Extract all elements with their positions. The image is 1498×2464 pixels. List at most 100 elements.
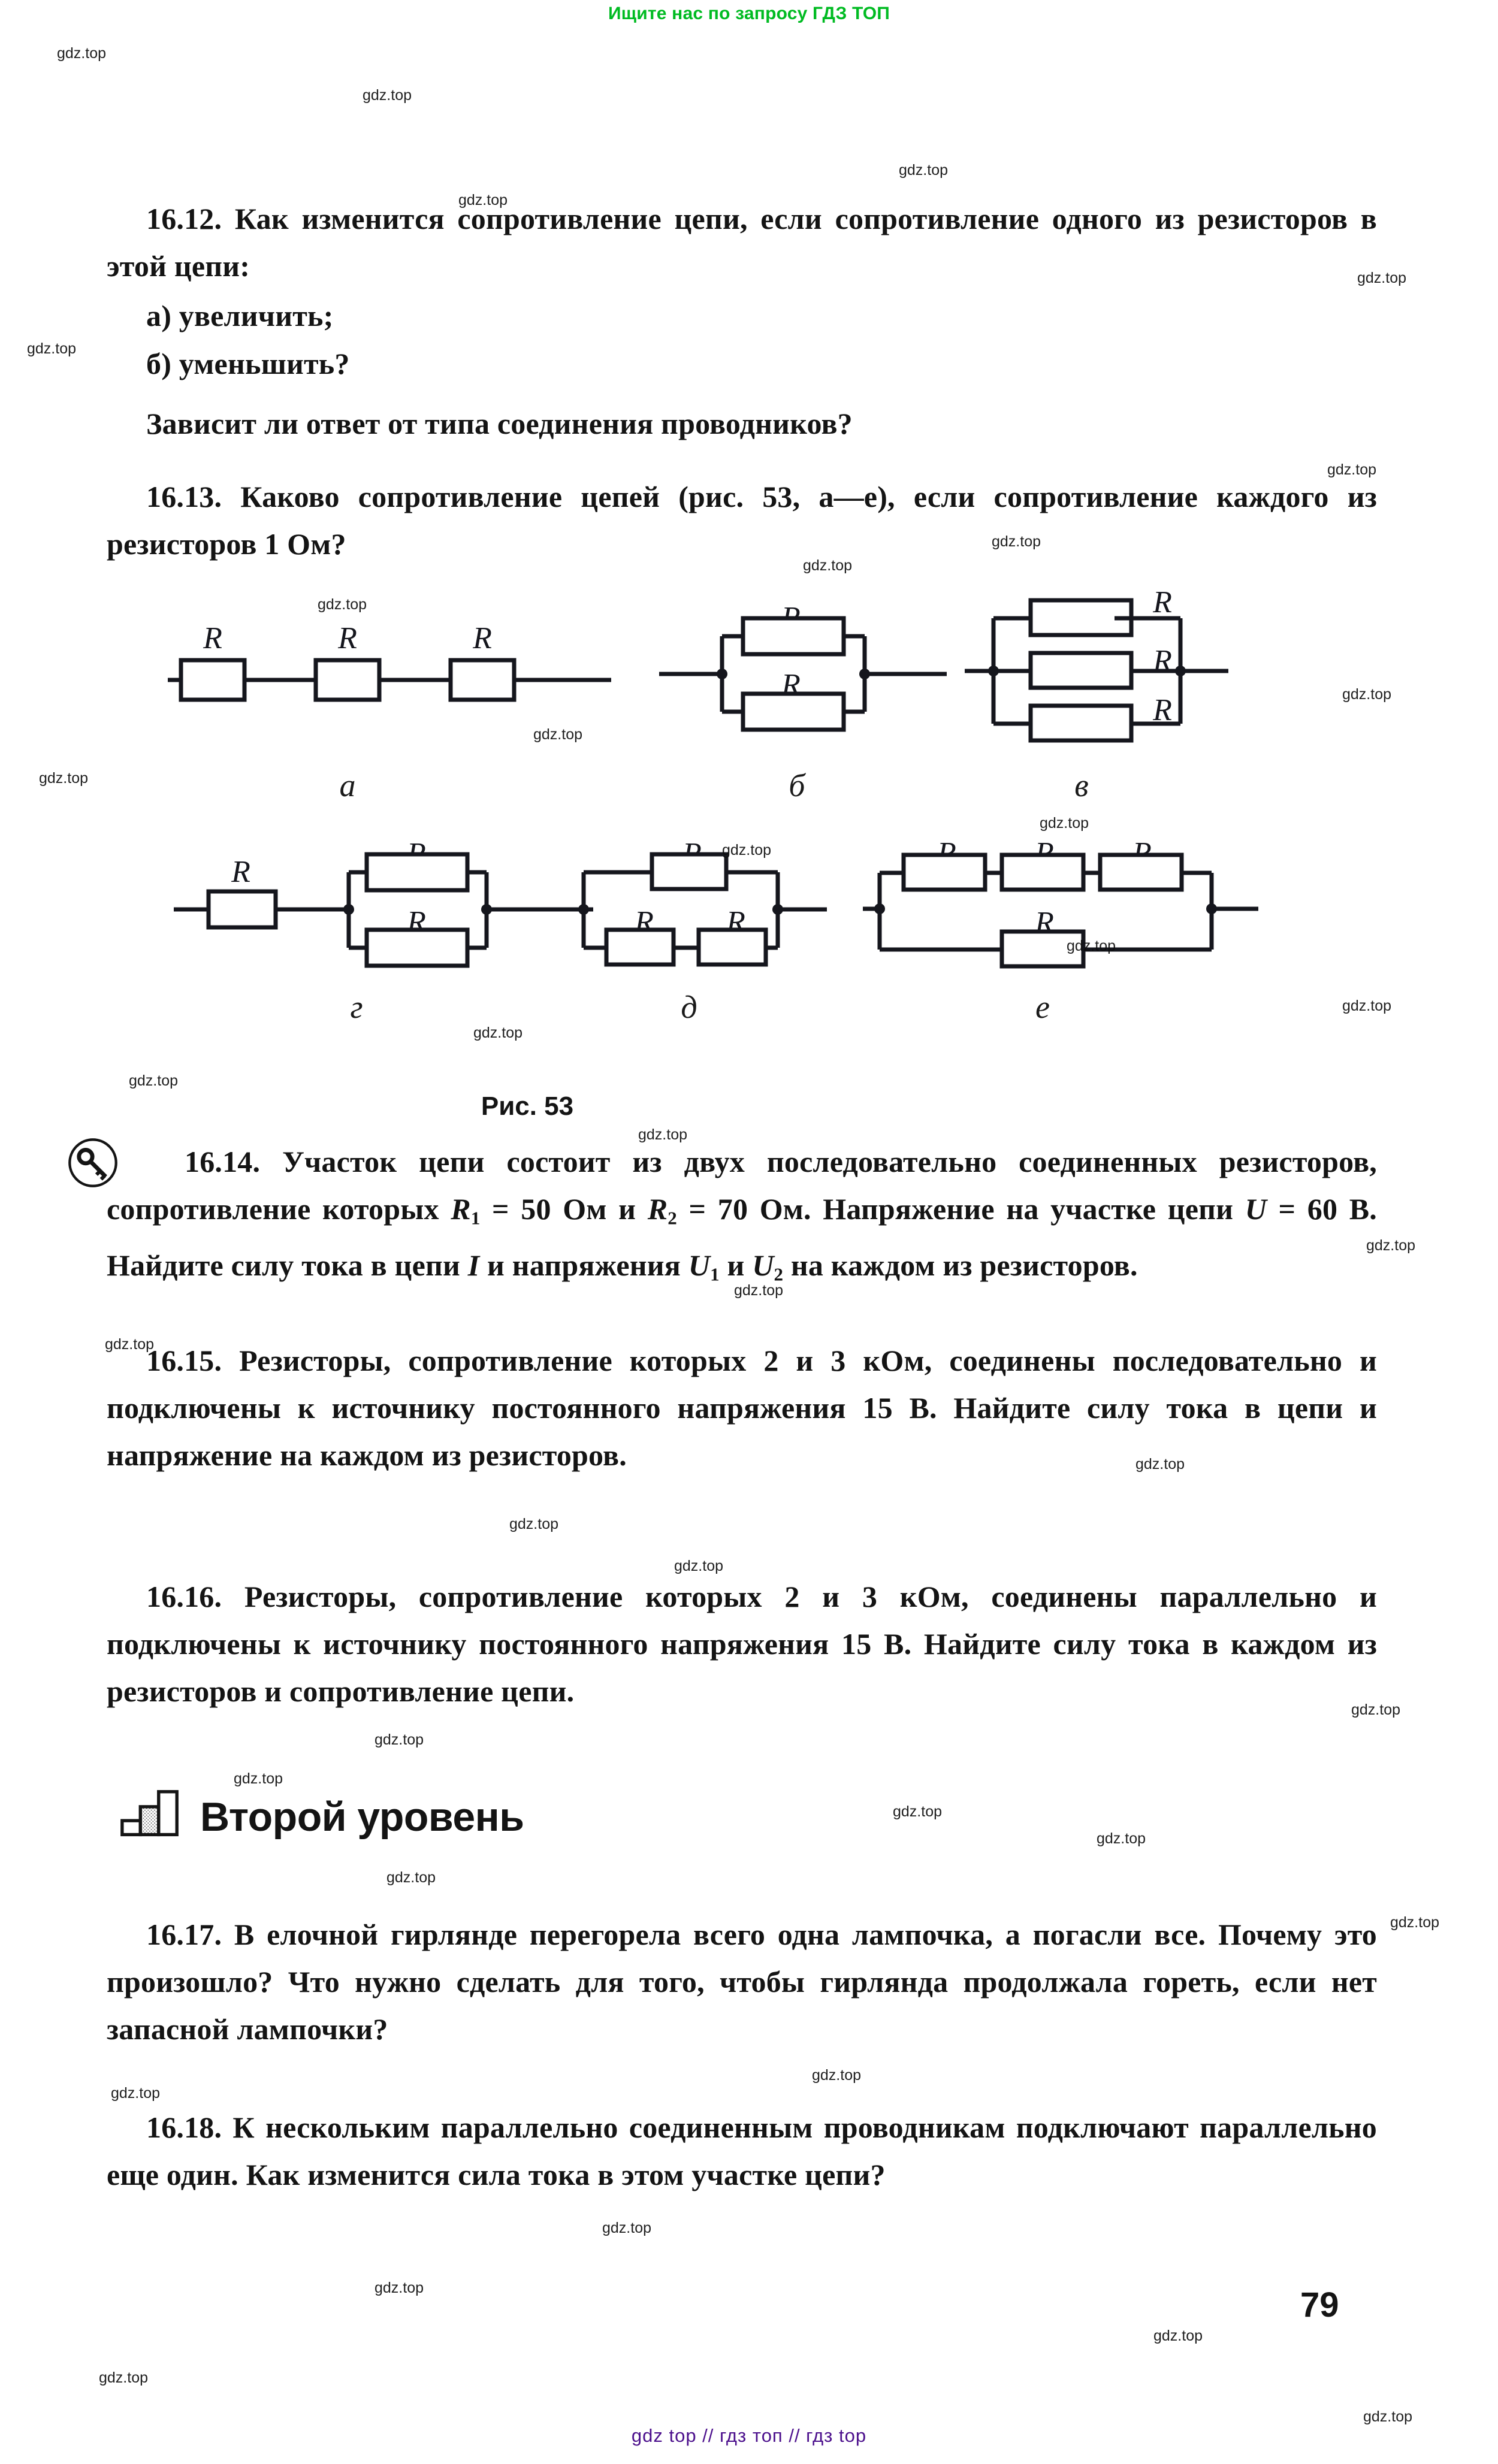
- circuit-label-d: д: [681, 989, 697, 1025]
- watermark: gdz.top: [318, 596, 367, 613]
- circuit-d-svg: R R R: [575, 839, 827, 967]
- page-number: 79: [1300, 2285, 1339, 2324]
- problem-number: 16.14.: [185, 1145, 261, 1178]
- watermark: gdz.top: [1357, 270, 1407, 286]
- circuit-a-svg: R R R: [168, 621, 611, 702]
- watermark: gdz.top: [39, 770, 89, 787]
- problem-16-12-option-a: а) увеличить;: [107, 292, 1377, 340]
- watermark: gdz.top: [992, 533, 1041, 550]
- watermark: gdz.top: [602, 2220, 652, 2236]
- resistor-label: R: [231, 855, 250, 889]
- watermark: gdz.top: [1342, 997, 1392, 1014]
- level-heading-label: Второй уровень: [200, 1794, 524, 1840]
- circuit-g: R R R: [174, 839, 593, 976]
- problem-number: 16.12.: [146, 202, 222, 235]
- watermark: gdz.top: [734, 1282, 784, 1299]
- watermark: gdz.top: [1040, 815, 1089, 832]
- problem-16-17: 16.17. В елочной гирлянде перегорела все…: [107, 1911, 1377, 2053]
- watermark: gdz.top: [57, 45, 107, 62]
- symbol-R-sub2: 2: [668, 1207, 677, 1229]
- watermark: gdz.top: [1097, 1830, 1146, 1847]
- symbol-U: U: [752, 1248, 774, 1282]
- problem-text-p7: на каждом из резисторов.: [783, 1248, 1138, 1282]
- problem-text-p2: = 50 Ом и: [480, 1192, 648, 1226]
- watermark: gdz.top: [458, 192, 508, 208]
- circuit-e-svg: R R R R: [863, 836, 1258, 969]
- watermark: gdz.top: [509, 1516, 559, 1532]
- watermark: gdz.top: [1327, 461, 1377, 478]
- problem-text-p5: и напряжения: [479, 1248, 688, 1282]
- watermark: gdz.top: [1342, 686, 1392, 703]
- watermark: gdz.top: [803, 557, 853, 574]
- problem-number: 16.18.: [146, 2111, 222, 2144]
- circuit-d: R R R: [575, 839, 827, 976]
- problem-16-14: 16.14. Участок цепи состоит из двух посл…: [107, 1138, 1377, 1298]
- site-footer: gdz top // гдз топ // гдз top: [631, 2425, 867, 2446]
- watermark: gdz.top: [893, 1803, 943, 1820]
- watermark: gdz.top: [234, 1770, 283, 1787]
- circuit-e: R R R R: [863, 836, 1258, 979]
- problem-text-p1: Участок цепи состоит из двух последовате…: [107, 1145, 1377, 1226]
- problem-text-p4: = 60 В. Найдите силу тока в цепи: [107, 1192, 1377, 1282]
- watermark: gdz.top: [374, 2279, 424, 2296]
- resistor-label: R: [472, 621, 492, 655]
- followup-text: Зависит ли ответ от типа соединения пров…: [146, 407, 853, 440]
- watermark: gdz.top: [638, 1126, 688, 1143]
- watermark: gdz.top: [374, 1731, 424, 1748]
- symbol-R: R: [451, 1192, 471, 1226]
- circuit-g-svg: R R R: [174, 839, 593, 968]
- watermark: gdz.top: [1390, 1914, 1440, 1931]
- watermark: gdz.top: [1135, 1456, 1185, 1473]
- problem-16-18: 16.18. К нескольким параллельно соединен…: [107, 2104, 1377, 2199]
- problem-16-12: 16.12. Как изменится сопротивление цепи,…: [107, 195, 1377, 290]
- circuit-b-svg: R R: [659, 605, 947, 732]
- watermark: gdz.top: [1067, 938, 1116, 954]
- circuit-a: R R R: [168, 617, 611, 725]
- problem-text: Каково сопротивление цепей (рис. 53, а—е…: [107, 480, 1377, 561]
- watermark: gdz.top: [105, 1336, 155, 1353]
- resistor-label: R: [1152, 587, 1172, 619]
- watermark: gdz.top: [1366, 1237, 1416, 1254]
- option-b-text: б) уменьшить?: [146, 347, 350, 380]
- problem-16-15: 16.15. Резисторы, сопротивление которых …: [107, 1337, 1377, 1479]
- problem-text-p6: и: [719, 1248, 753, 1282]
- option-a-text: а) увеличить;: [146, 299, 334, 332]
- symbol-R: R: [647, 1192, 668, 1226]
- problem-text: Резисторы, сопротивление которых 2 и 3 к…: [107, 1580, 1378, 1708]
- watermark: gdz.top: [111, 2085, 161, 2102]
- watermark: gdz.top: [1351, 1701, 1401, 1718]
- watermark: gdz.top: [129, 1072, 179, 1089]
- resistor-label: R: [337, 621, 357, 655]
- problem-text-p3: = 70 Ом. Напряжение на участке цепи: [676, 1192, 1245, 1226]
- problem-16-12-option-b: б) уменьшить?: [107, 340, 1377, 388]
- symbol-U-sub2: 2: [774, 1263, 784, 1285]
- problem-number: 16.13.: [146, 480, 222, 513]
- problem-number: 16.16.: [146, 1580, 222, 1613]
- circuit-label-v: в: [1074, 767, 1089, 803]
- watermark: gdz.top: [674, 1558, 724, 1574]
- watermark: gdz.top: [533, 726, 583, 743]
- problem-text: К нескольким параллельно соединенным про…: [107, 2111, 1377, 2191]
- watermark: gdz.top: [1363, 2408, 1413, 2425]
- watermark: gdz.top: [27, 340, 77, 357]
- level-heading: Второй уровень: [120, 1785, 524, 1837]
- stairs-icon: [120, 1790, 179, 1837]
- circuit-label-e: е: [1035, 989, 1050, 1025]
- watermark: gdz.top: [363, 87, 412, 104]
- symbol-R-sub1: 1: [470, 1207, 481, 1229]
- figure-caption: Рис. 53: [481, 1092, 574, 1121]
- watermark: gdz.top: [386, 1869, 436, 1886]
- watermark: gdz.top: [1153, 2327, 1203, 2344]
- resistor-label: R: [203, 621, 222, 655]
- problem-text: Резисторы, сопротивление которых 2 и 3 к…: [107, 1344, 1377, 1472]
- circuit-label-a: а: [339, 767, 356, 803]
- watermark: gdz.top: [812, 2067, 862, 2084]
- symbol-U: U: [1245, 1192, 1267, 1226]
- symbol-U-sub1: 1: [710, 1263, 720, 1285]
- problem-number: 16.15.: [146, 1344, 222, 1377]
- problem-number: 16.17.: [146, 1918, 222, 1951]
- circuit-label-g: г: [350, 989, 363, 1025]
- circuit-b: R R: [659, 605, 947, 737]
- key-icon: [68, 1138, 117, 1187]
